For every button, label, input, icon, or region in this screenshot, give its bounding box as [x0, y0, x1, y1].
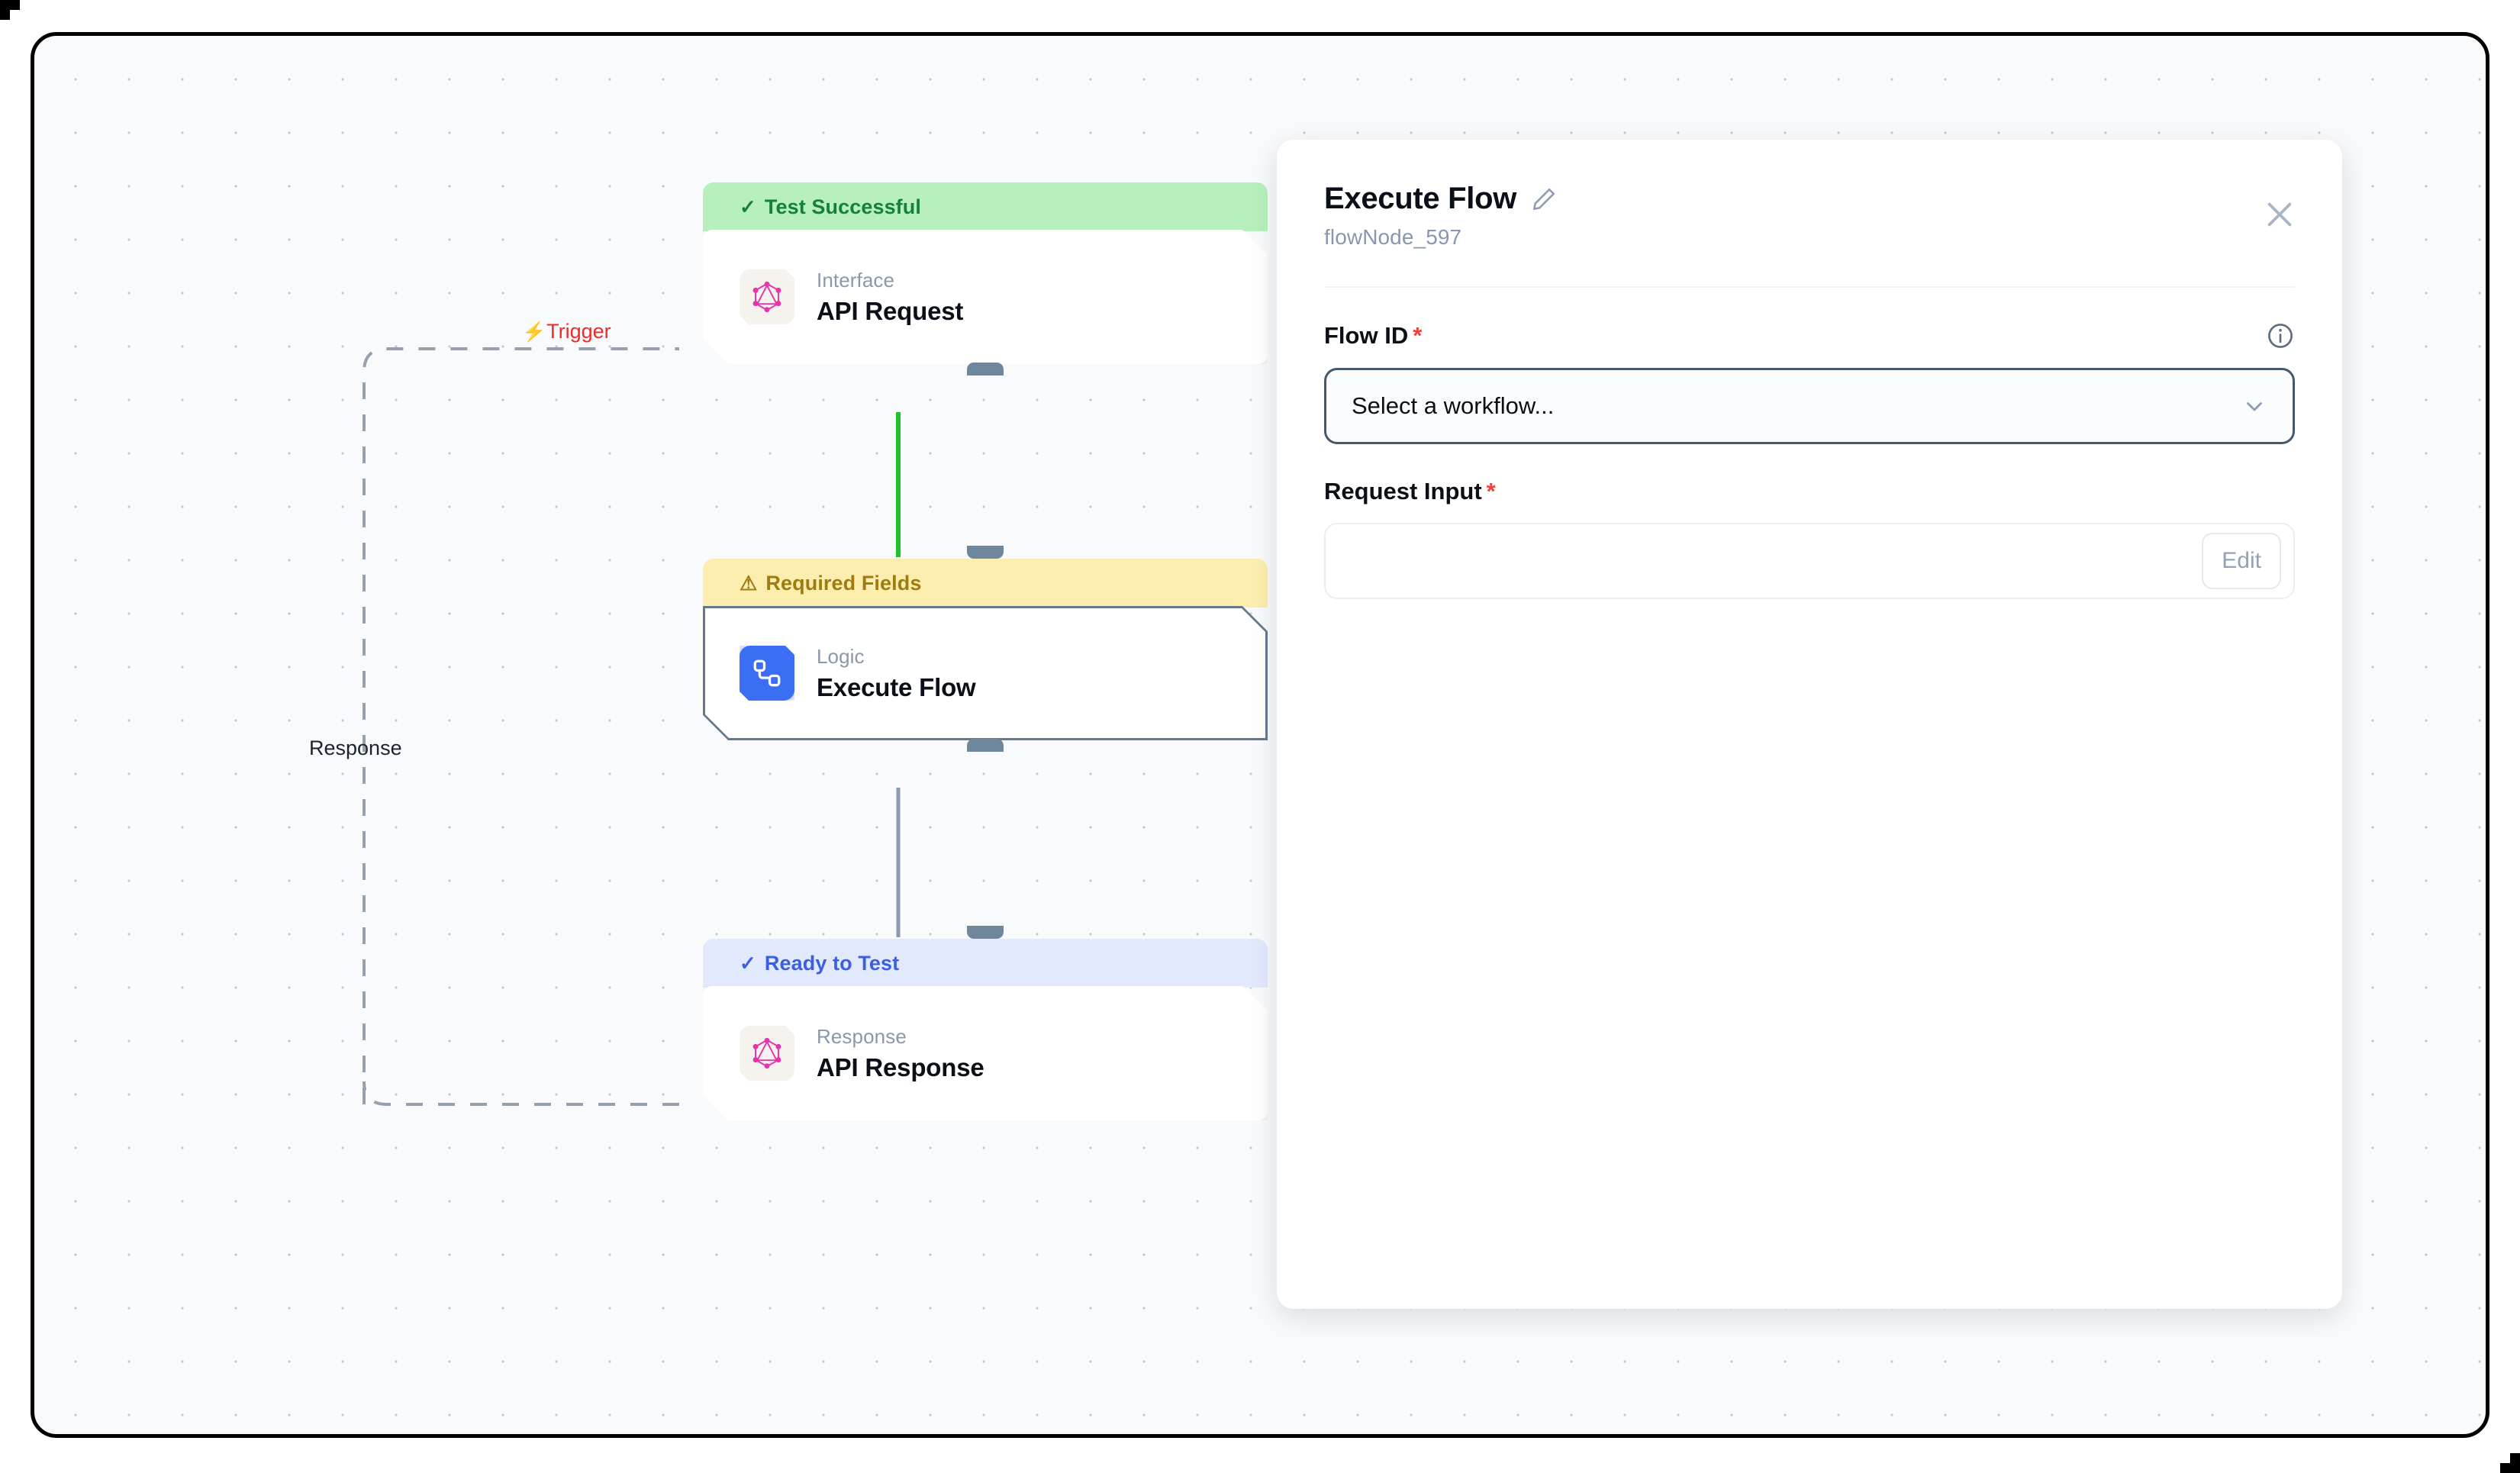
warning-icon: ⚠ — [740, 571, 758, 595]
node-handle-top[interactable] — [967, 546, 1004, 559]
info-icon[interactable] — [2266, 321, 2295, 350]
node-body[interactable]: Interface API Request — [703, 230, 1268, 364]
node-title-label: API Request — [817, 296, 964, 325]
node-status-label: Required Fields — [765, 571, 922, 595]
page-title: Execute Flow — [1324, 182, 1517, 215]
flow-id-select-value: Select a workflow... — [1352, 392, 1555, 419]
node-status-banner: ⚠ Required Fields — [703, 559, 1268, 608]
close-icon[interactable] — [2258, 193, 2301, 236]
node-status-banner: ✓ Test Successful — [703, 182, 1268, 231]
graphql-icon — [740, 1026, 794, 1081]
node-execute-flow[interactable]: ⚠ Required Fields Logic Execute Flow — [703, 546, 1268, 752]
request-input-field[interactable]: Edit — [1324, 523, 2295, 599]
node-status-label: Test Successful — [764, 195, 921, 218]
inspector-form: Flow ID* Select a workflow... — [1277, 321, 2342, 599]
field-flow-id: Flow ID* Select a workflow... — [1324, 321, 2295, 444]
node-handle-bottom[interactable] — [967, 739, 1004, 752]
check-icon: ✓ — [740, 195, 756, 218]
node-api-response[interactable]: ✓ Ready to Test Response — [703, 926, 1268, 1120]
edge-label-response: Response — [309, 736, 402, 759]
field-flow-id-label: Flow ID* — [1324, 322, 1423, 349]
flow-id-select[interactable]: Select a workflow... — [1324, 368, 2295, 444]
node-title-label: Execute Flow — [817, 672, 976, 701]
corner-mark-bottom-right — [2500, 1453, 2520, 1473]
check-icon: ✓ — [740, 951, 756, 975]
node-api-request[interactable]: ✓ Test Successful Interface — [703, 181, 1268, 376]
required-marker: * — [1413, 322, 1423, 349]
node-inspector-panel: Execute Flow flowNode_597 — [1277, 140, 2342, 1309]
required-marker: * — [1486, 478, 1496, 504]
corner-mark-top-left — [0, 0, 20, 20]
graphql-icon — [740, 269, 794, 324]
node-kind-label: Interface — [817, 268, 895, 292]
field-request-input: Request Input* Edit — [1324, 478, 2295, 599]
edge-label-trigger: ⚡Trigger — [522, 320, 611, 343]
field-request-input-label: Request Input* — [1324, 478, 1496, 504]
pencil-icon[interactable] — [1530, 185, 1558, 213]
edit-button[interactable]: Edit — [2202, 533, 2281, 589]
node-status-banner: ✓ Ready to Test — [703, 939, 1268, 988]
lightning-bolt-icon: ⚡ — [522, 321, 546, 343]
node-body[interactable]: Response API Response — [703, 986, 1268, 1120]
edge-label-trigger-text: Trigger — [546, 320, 611, 343]
node-id-label: flowNode_597 — [1324, 225, 1462, 249]
node-kind-label: Response — [817, 1024, 907, 1048]
node-kind-label: Logic — [817, 644, 865, 668]
node-handle-top[interactable] — [967, 926, 1004, 939]
chevron-down-icon — [2241, 393, 2267, 419]
logic-flow-icon — [740, 646, 794, 701]
node-title-label: API Response — [817, 1052, 984, 1081]
header-divider — [1324, 286, 2295, 288]
node-status-label: Ready to Test — [764, 951, 900, 975]
inspector-header: Execute Flow flowNode_597 — [1277, 140, 2342, 288]
node-body[interactable]: Logic Execute Flow — [703, 606, 1268, 740]
workflow-canvas[interactable]: ⚡Trigger Response ✓ Test Successful — [31, 32, 2489, 1438]
node-handle-bottom[interactable] — [967, 363, 1004, 376]
